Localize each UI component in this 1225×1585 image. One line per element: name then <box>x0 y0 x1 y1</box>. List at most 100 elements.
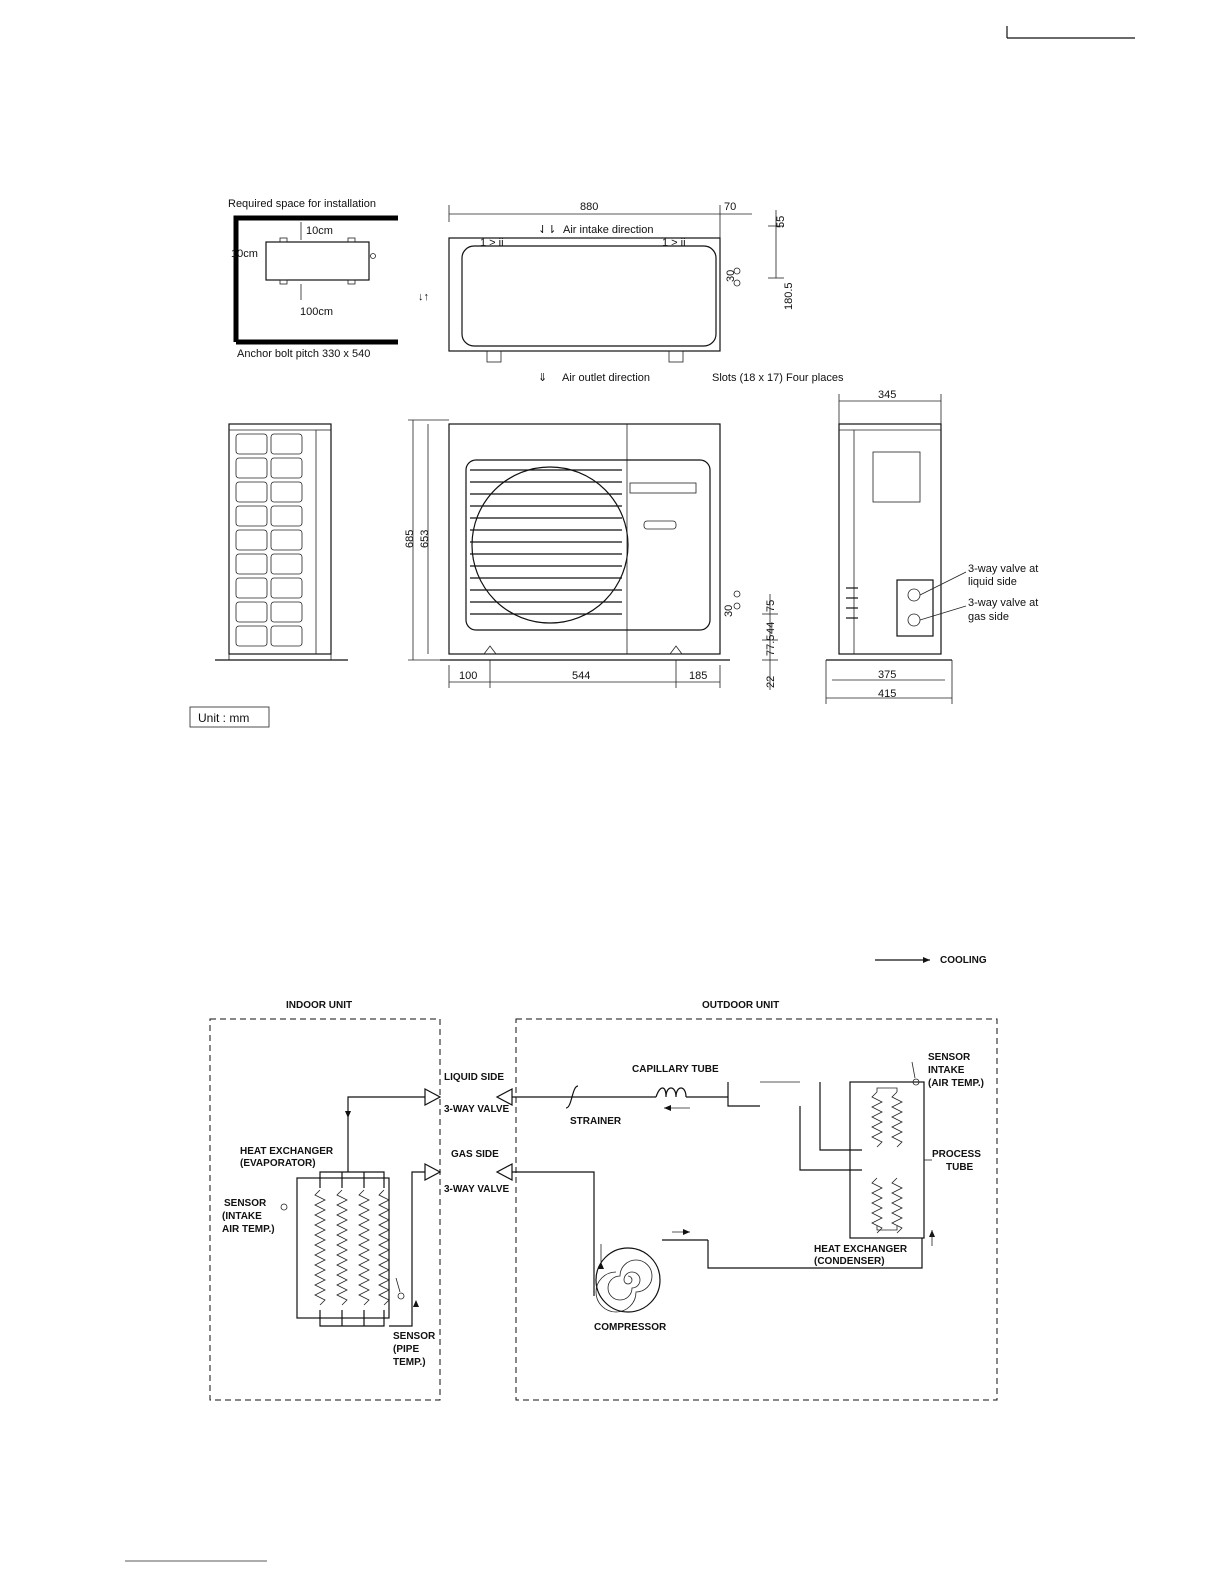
evaporator-label-1: HEAT EXCHANGER <box>240 1146 334 1157</box>
compressor-icon <box>595 1247 661 1313</box>
capillary-coil-icon <box>655 1087 687 1098</box>
suction-pipe <box>512 1171 595 1296</box>
front-view-outline <box>448 423 721 655</box>
top-valve-mark <box>733 267 741 275</box>
install-anchor-pitch: Anchor bolt pitch 330 x 540 <box>237 348 370 360</box>
top-mark-right: 1 > ii <box>662 237 686 249</box>
indoor-intake-sensor-2: (INTAKE <box>222 1211 262 1222</box>
capillary-label: CAPILLARY TUBE <box>632 1064 719 1075</box>
top-slot <box>486 350 502 363</box>
front-view-diagram: 685 653 100 544 185 75 44 77.5 22 30 <box>404 419 778 690</box>
indoor-flow-arrow <box>345 1111 351 1118</box>
pipe-sensor-icon <box>397 1292 405 1300</box>
side-label-panel <box>872 451 921 503</box>
evaporator-coil <box>358 1189 370 1306</box>
install-foot <box>279 237 288 243</box>
process-tube-1: PROCESS <box>932 1149 981 1160</box>
front-dim-left: 100 <box>459 670 477 682</box>
condenser-coil <box>891 1177 903 1234</box>
front-valve-mark <box>733 602 741 610</box>
pipe-sensor-1: SENSOR <box>393 1331 436 1342</box>
indoor-intake-sensor-1: SENSOR <box>224 1198 267 1209</box>
install-unit-outline <box>265 241 370 281</box>
rear-view-outline <box>228 423 332 655</box>
top-width-label: 880 <box>580 201 598 213</box>
outdoor-intake-sensor-3: (AIR TEMP.) <box>928 1078 984 1089</box>
front-dim-v2: 44 <box>765 622 777 634</box>
front-dim-v1: 75 <box>765 600 777 612</box>
evaporator-coil <box>314 1189 326 1306</box>
air-outlet-label: Air outlet direction <box>562 372 650 384</box>
top-view-outline <box>448 237 721 352</box>
top-view-grille <box>461 245 717 347</box>
gas-valve-label: 3-WAY VALVE <box>444 1184 510 1195</box>
indoor-flow-arrow <box>413 1300 419 1307</box>
install-left-clearance: 10cm <box>231 248 258 260</box>
side-view-outline <box>838 423 942 655</box>
top-slot <box>668 350 684 363</box>
side-gas-valve-label-1: 3-way valve at <box>968 597 1038 609</box>
front-dim-right: 185 <box>689 670 707 682</box>
condenser-body <box>849 1081 925 1239</box>
install-title: Required space for installation <box>228 198 376 210</box>
gas-valve-outdoor-icon <box>495 1163 513 1181</box>
rear-view-diagram <box>215 423 348 661</box>
gas-valve-indoor-icon <box>424 1163 442 1181</box>
condenser-coil <box>891 1091 903 1148</box>
rear-grille <box>235 433 303 647</box>
top-small-dim: 55 <box>775 216 787 228</box>
air-intake-label: Air intake direction <box>563 224 654 236</box>
side-valve-box <box>896 579 934 637</box>
liquid-side-label: LIQUID SIDE <box>444 1072 504 1083</box>
strainer-label: STRAINER <box>570 1116 622 1127</box>
process-tube-2: TUBE <box>946 1162 974 1173</box>
front-panel <box>465 459 711 631</box>
liquid-valve-indoor-icon <box>424 1088 442 1106</box>
condenser-label-2: (CONDENSER) <box>814 1256 885 1267</box>
refrigerant-cycle-diagram: COOLING INDOOR UNIT OUTDOOR UNIT HEAT EX… <box>209 955 998 1401</box>
side-view-diagram: 345 3-way valve at liquid side 3-way val… <box>825 389 1038 704</box>
install-top-clearance: 10cm <box>306 225 333 237</box>
install-foot <box>347 237 356 243</box>
front-handle <box>643 520 677 530</box>
indoor-intake-sensor-3: AIR TEMP.) <box>222 1224 275 1235</box>
top-side-arrow-icon: ↓↑ <box>418 291 429 303</box>
installation-space-diagram: Required space for installation 10cm 10c… <box>228 198 398 360</box>
front-foot <box>669 645 683 655</box>
install-valve-mark <box>370 253 376 259</box>
front-dim-v3: 77.5 <box>765 635 777 656</box>
outdoor-intake-sensor-2: INTAKE <box>928 1065 965 1076</box>
top-depth-label: 180.5 <box>783 282 795 310</box>
front-dim-mid: 544 <box>572 670 590 682</box>
install-wall <box>233 215 398 342</box>
suction-flow-arrow <box>598 1262 604 1269</box>
evaporator-label-2: (EVAPORATOR) <box>240 1158 316 1169</box>
cooling-legend: COOLING <box>940 955 987 966</box>
install-front-clearance: 100cm <box>300 306 333 318</box>
outdoor-intake-sensor-icon <box>912 1078 920 1086</box>
fan-circle <box>471 466 629 624</box>
pipe-sensor-2: (PIPE <box>393 1344 419 1355</box>
liquid-valve-label: 3-WAY VALVE <box>444 1104 510 1115</box>
top-valve-dim: 30 <box>725 270 737 282</box>
indoor-unit-title: INDOOR UNIT <box>286 1000 352 1011</box>
pipe-sensor-3: TEMP.) <box>393 1357 426 1368</box>
discharge-pipe <box>707 1238 923 1269</box>
front-dim-base: 22 <box>765 676 777 688</box>
side-base-inner: 375 <box>878 669 896 681</box>
outdoor-intake-sensor-1: SENSOR <box>928 1052 971 1063</box>
front-valve-label: 30 <box>723 605 735 617</box>
strainer-icon <box>565 1085 579 1109</box>
compressor-label: COMPRESSOR <box>594 1322 667 1333</box>
side-liquid-valve-label-2: liquid side <box>968 576 1017 588</box>
side-gas-valve-icon <box>907 613 921 627</box>
outdoor-unit-box <box>515 1018 998 1401</box>
gas-side-label: GAS SIDE <box>451 1149 499 1160</box>
unit-label-box <box>189 706 270 728</box>
front-height-outer-label: 685 <box>404 530 416 548</box>
side-base-outer: 415 <box>878 688 896 700</box>
side-top-width: 345 <box>878 389 896 401</box>
liquid-valve-outdoor-icon <box>495 1088 513 1106</box>
top-mark-left: 1 > ii <box>480 237 504 249</box>
